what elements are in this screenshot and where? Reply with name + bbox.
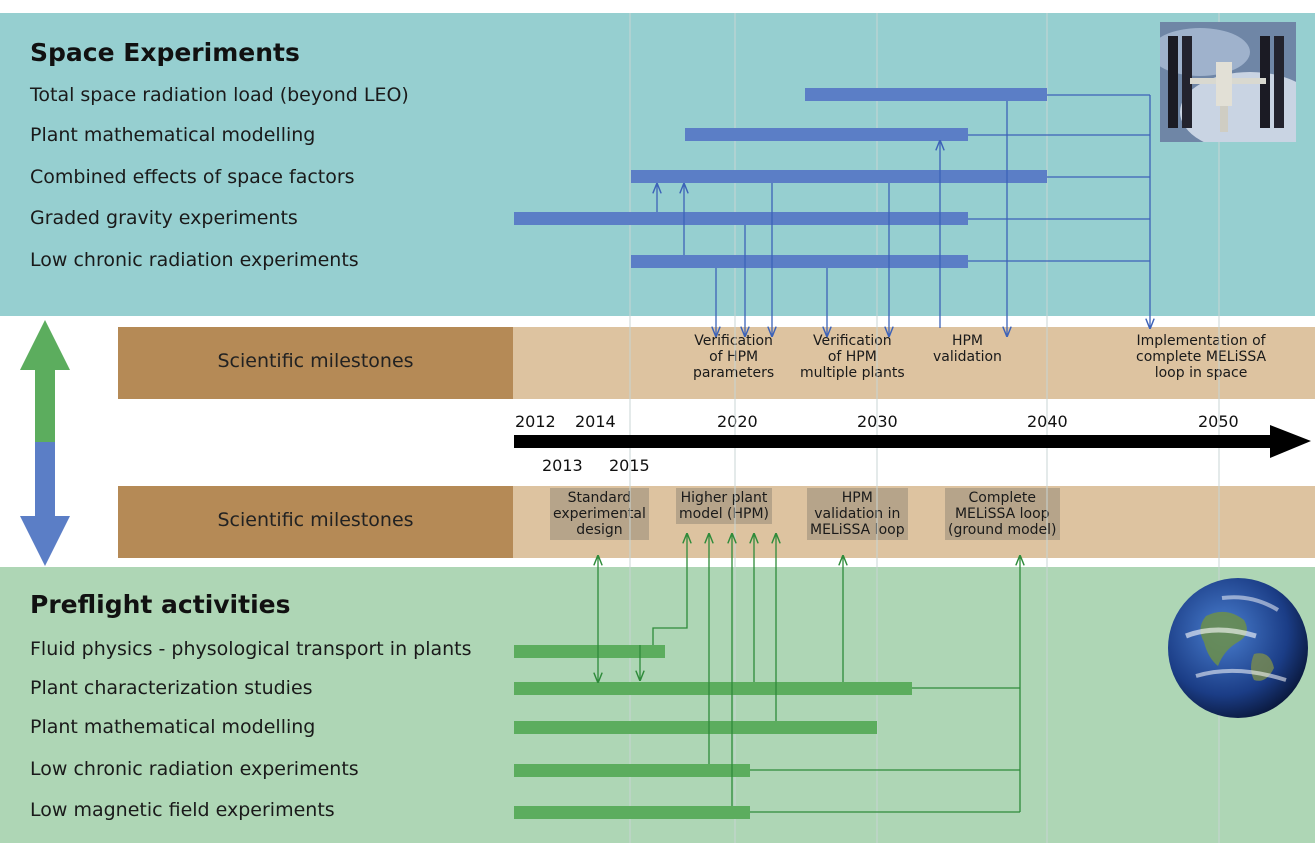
- space-station-image: [1160, 22, 1296, 142]
- milestone-complete-melissa-ground: Complete MELiSSA loop (ground model): [945, 488, 1060, 540]
- space-bar-total-radiation: [805, 88, 1047, 101]
- milestone-hpm-validation-melissa-loop: HPM validation in MELiSSA loop: [807, 488, 908, 540]
- space-bar-plant-modelling: [685, 128, 968, 141]
- space-connectors: [657, 94, 1150, 336]
- preflight-bar-plant-characterization: [514, 682, 912, 695]
- preflight-activities-band: [0, 567, 1315, 843]
- milestone-hpm-validation: HPM validation: [933, 333, 1002, 365]
- milestone-higher-plant-model: Higher plant model (HPM): [676, 488, 773, 524]
- space-row-label: Combined effects of space factors: [30, 166, 355, 188]
- space-experiments-title: Space Experiments: [30, 38, 300, 67]
- milestones-band-top: [513, 327, 1315, 399]
- scientific-milestones-box-bottom: Scientific milestones: [118, 486, 513, 558]
- preflight-row-label: Plant characterization studies: [30, 677, 313, 699]
- earth-globe-image: [1168, 578, 1308, 718]
- year-label: 2015: [609, 456, 650, 475]
- year-label: 2014: [575, 412, 616, 431]
- preflight-bar-low-magnetic-field: [514, 806, 750, 819]
- year-label: 2020: [717, 412, 758, 431]
- preflight-row-label: Fluid physics - physological transport i…: [30, 638, 472, 660]
- preflight-connectors: [598, 534, 1020, 813]
- space-bars: [514, 88, 1047, 268]
- space-row-label: Total space radiation load (beyond LEO): [30, 84, 409, 106]
- preflight-row-label: Low chronic radiation experiments: [30, 758, 359, 780]
- year-label: 2050: [1198, 412, 1239, 431]
- year-label: 2013: [542, 456, 583, 475]
- milestone-standard-experimental-design: Standard experimental design: [550, 488, 649, 540]
- preflight-bar-plant-modelling: [514, 721, 877, 734]
- scientific-milestones-box-top: Scientific milestones: [118, 327, 513, 399]
- space-row-label: Graded gravity experiments: [30, 207, 298, 229]
- space-bar-low-chronic-radiation: [631, 255, 968, 268]
- preflight-row-label: Low magnetic field experiments: [30, 799, 335, 821]
- preflight-bar-low-chronic-radiation: [514, 764, 750, 777]
- preflight-bar-fluid-physics: [514, 645, 665, 658]
- double-headed-arrow-icon: [20, 320, 70, 566]
- milestone-verification-hpm-multiple-plants: Verification of HPM multiple plants: [800, 333, 905, 381]
- space-row-label: Plant mathematical modelling: [30, 124, 316, 146]
- space-bar-graded-gravity: [514, 212, 968, 225]
- milestones-label-top: Scientific milestones: [217, 350, 414, 372]
- preflight-bars: [514, 645, 912, 819]
- space-bar-combined-effects: [631, 170, 1047, 183]
- milestone-implementation-melissa-space: Implementation of complete MELiSSA loop …: [1136, 333, 1267, 381]
- preflight-activities-title: Preflight activities: [30, 590, 291, 619]
- milestones-label-bottom: Scientific milestones: [217, 509, 414, 531]
- space-row-label: Low chronic radiation experiments: [30, 249, 359, 271]
- preflight-row-label: Plant mathematical modelling: [30, 716, 316, 738]
- year-label: 2012: [515, 412, 556, 431]
- timeline-arrow-icon: [514, 425, 1311, 458]
